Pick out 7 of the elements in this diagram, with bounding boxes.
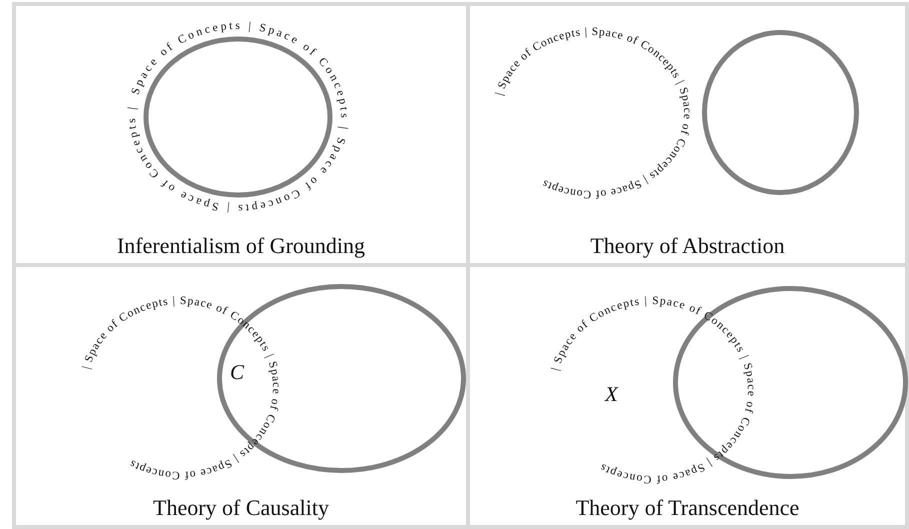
ellipse (702, 30, 858, 194)
variable-label: X (605, 382, 618, 407)
panel-caption: Theory of Transcendence (576, 495, 800, 521)
panel-caption: Theory of Causality (153, 495, 329, 521)
panel-caption: Theory of Abstraction (590, 233, 785, 259)
panel-caption: Inferentialism of Grounding (116, 233, 366, 259)
variable-label: C (230, 360, 244, 385)
